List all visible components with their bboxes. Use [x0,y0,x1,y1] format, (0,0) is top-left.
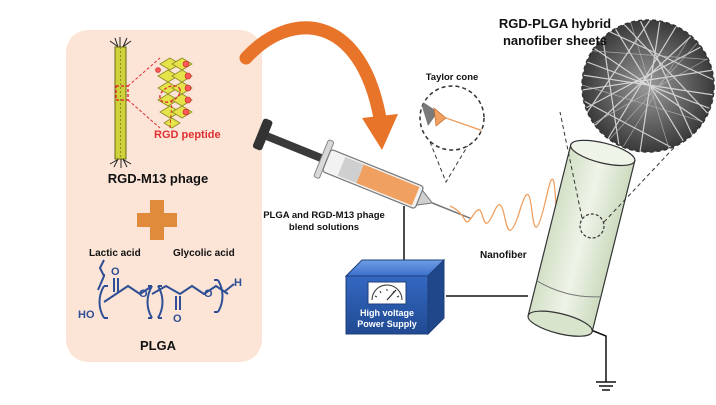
plga-label: PLGA [140,338,177,353]
blend-solution [356,164,420,206]
syringe [252,118,472,220]
nanofiber-jet [449,178,567,240]
atom-o1: O [111,266,120,278]
glycolic-acid-label: Glycolic acid [173,248,235,259]
syringe-caption-line1: PLGA and RGD-M13 phage [263,210,385,221]
needle [432,202,472,220]
gauge-icon [367,281,407,305]
peptide-zoom [115,57,193,129]
power-supply: High voltage Power Supply [344,258,446,336]
collector-drum [527,139,636,337]
circuit-wires [403,206,616,391]
lactic-acid-label: Lactic acid [89,248,141,259]
plga-atoms: HO O O O O H [78,266,242,325]
atom-o2: O [139,288,148,300]
taylor-cone-label: Taylor cone [426,72,479,83]
plus-icon [137,200,177,240]
title-line1: RGD-PLGA hybrid [499,16,611,31]
phage-illustration [109,37,132,168]
power-supply-line2: Power Supply [357,319,417,329]
atom-h: H [234,277,242,289]
sem-zoom [559,19,715,239]
atom-ho: HO [78,309,95,321]
rgd-peptide-label: RGD peptide [154,129,221,141]
phage-label: RGD-M13 phage [108,171,208,186]
plga-structure [97,259,235,319]
power-supply-line1: High voltage [360,308,414,318]
nanofiber-label: Nanofiber [480,250,527,261]
title-line2: nanofiber sheets [503,33,607,48]
atom-o4: O [204,288,213,300]
taylor-cone-zoom: Taylor cone [419,72,485,184]
transfer-arrow [239,21,398,150]
atom-o3: O [173,313,182,325]
syringe-caption-line2: blend solutions [289,222,359,233]
materials-panel: RGD peptide RGD-M13 phage Lactic acid Gl… [66,30,262,362]
